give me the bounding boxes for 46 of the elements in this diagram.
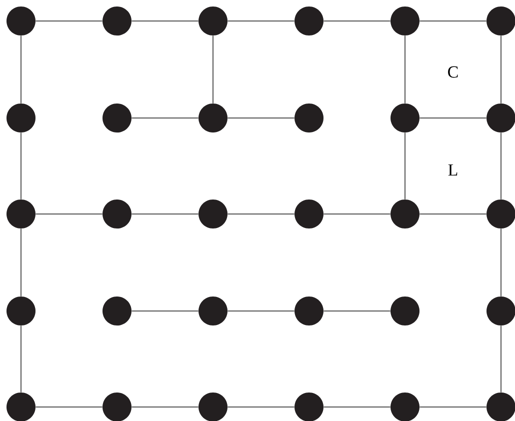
dot — [198, 200, 228, 228]
line — [419, 406, 487, 408]
dot — [198, 6, 228, 36]
line — [227, 20, 295, 22]
dot — [6, 6, 36, 36]
dot — [6, 296, 36, 326]
line — [35, 406, 103, 408]
dot — [390, 104, 420, 132]
dot — [294, 6, 324, 36]
line — [131, 20, 199, 22]
dot — [102, 6, 132, 36]
line — [500, 132, 502, 200]
line — [323, 406, 391, 408]
dot — [390, 6, 420, 36]
line — [227, 310, 295, 312]
line — [227, 406, 295, 408]
line — [35, 20, 103, 22]
cell-label: L — [448, 164, 458, 176]
dot — [390, 296, 420, 326]
line — [419, 20, 487, 22]
dot — [294, 200, 324, 228]
dot — [6, 104, 36, 132]
line — [20, 325, 22, 393]
dot — [6, 200, 36, 228]
line — [131, 406, 199, 408]
line — [500, 228, 502, 297]
line — [20, 35, 22, 104]
line — [131, 310, 199, 312]
dot — [294, 296, 324, 326]
dot — [390, 200, 420, 228]
dot — [198, 296, 228, 326]
line — [323, 310, 391, 312]
dot — [294, 104, 324, 132]
dot — [198, 104, 228, 132]
line — [404, 35, 406, 104]
line — [20, 228, 22, 297]
line — [323, 20, 391, 22]
dot — [102, 200, 132, 228]
cell-label: C — [448, 66, 458, 78]
line — [212, 35, 214, 104]
dot — [102, 104, 132, 132]
line — [404, 132, 406, 200]
dot — [102, 296, 132, 326]
line — [20, 132, 22, 200]
line — [500, 35, 502, 104]
line — [500, 325, 502, 393]
